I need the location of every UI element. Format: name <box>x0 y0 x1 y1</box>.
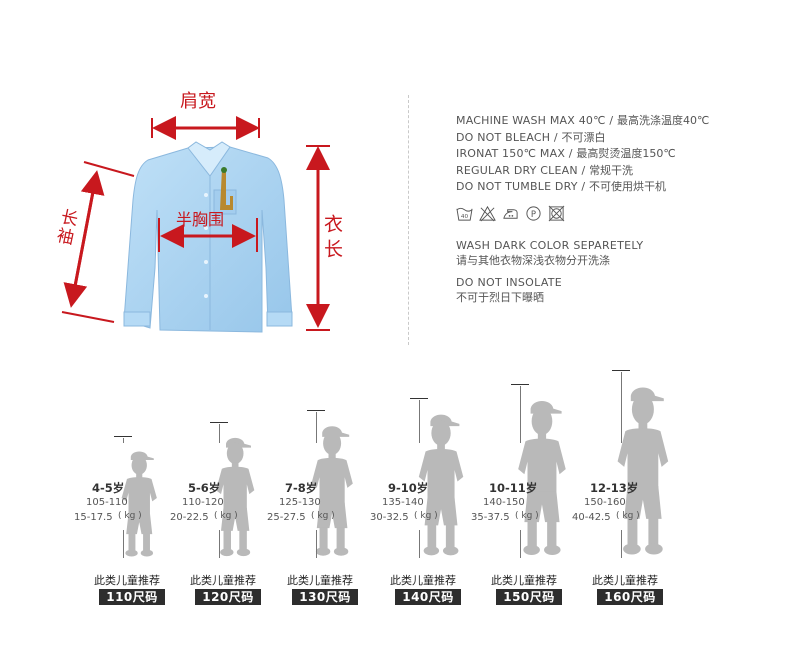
height-guide-line <box>419 530 420 558</box>
age-range: 10-11岁 <box>489 481 538 495</box>
height-guide-line <box>419 400 420 443</box>
height-guide-line <box>520 530 521 558</box>
size-column: 12-13岁 150-160 40-42.5 ( kg ) 此类儿童推荐 160尺码 <box>572 0 680 663</box>
height-guide-line <box>219 424 220 443</box>
height-range: 125-130 <box>279 497 321 508</box>
age-range: 12-13岁 <box>590 481 639 495</box>
weight-unit: ( kg ) <box>414 511 438 521</box>
height-range: 140-150 <box>483 497 525 508</box>
no-bleach-icon <box>479 205 496 222</box>
recommend-text: 此类儿童推荐 <box>94 574 160 587</box>
height-guide-line <box>621 372 622 443</box>
weight-range: 15-17.5 <box>74 512 113 523</box>
child-silhouette <box>611 382 677 560</box>
height-marker <box>307 410 325 411</box>
weight-unit: ( kg ) <box>616 511 640 521</box>
height-guide-line <box>123 438 124 443</box>
recommend-text: 此类儿童推荐 <box>287 574 353 587</box>
child-silhouette <box>512 396 574 560</box>
height-range: 110-120 <box>182 497 224 508</box>
dry-clean-letter: P <box>531 210 536 220</box>
care-icon-row: 40 P <box>456 205 776 223</box>
height-range: 135-140 <box>382 497 424 508</box>
shirt-measurement-diagram: 肩宽 半胸围 衣长 长袖 <box>0 0 400 360</box>
shoulder-width-label: 肩宽 <box>180 91 216 112</box>
height-marker <box>612 370 630 371</box>
height-range: 150-160 <box>584 497 626 508</box>
body-length-label: 衣长 <box>321 214 343 264</box>
child-silhouette <box>306 422 360 560</box>
weight-unit: ( kg ) <box>118 511 142 521</box>
recommend-text: 此类儿童推荐 <box>190 574 256 587</box>
height-marker <box>114 436 132 437</box>
height-marker <box>210 422 228 423</box>
age-range: 9-10岁 <box>388 481 429 495</box>
do-not-insolate-en: DO NOT INSOLATE <box>456 275 563 289</box>
size-column: 7-8岁 125-130 25-27.5 ( kg ) 此类儿童推荐 130尺码 <box>267 0 375 663</box>
dry-clean-icon: P <box>526 206 541 221</box>
recommend-text: 此类儿童推荐 <box>592 574 658 587</box>
height-guide-line <box>520 386 521 443</box>
half-chest-label: 半胸围 <box>176 210 225 229</box>
age-range: 5-6岁 <box>188 481 221 495</box>
weight-range: 35-37.5 <box>471 512 510 523</box>
wash-dark-separately-zh: 请与其他衣物深浅衣物分开洗涤 <box>456 253 610 267</box>
wash-temp-text: 40 <box>461 214 469 220</box>
recommend-text: 此类儿童推荐 <box>491 574 557 587</box>
section-divider <box>408 95 409 345</box>
child-silhouette <box>211 434 261 560</box>
shirt-illustration <box>61 116 330 333</box>
age-range: 7-8岁 <box>285 481 318 495</box>
care-line-dry-clean: REGULAR DRY CLEAN / 常规干洗 <box>456 163 634 177</box>
size-badge: 150尺码 <box>496 589 562 605</box>
wash-40-icon: 40 <box>456 207 473 221</box>
care-line-bleach: DO NOT BLEACH / 不可漂白 <box>456 130 606 144</box>
child-silhouette <box>117 448 163 560</box>
height-marker <box>511 384 529 385</box>
weight-unit: ( kg ) <box>515 511 539 521</box>
care-line-wash: MACHINE WASH MAX 40℃ / 最高洗涤温度40℃ <box>456 114 710 127</box>
no-tumble-dry-icon <box>548 205 565 222</box>
height-range: 105-110 <box>86 497 128 508</box>
size-column: 5-6岁 110-120 20-22.5 ( kg ) 此类儿童推荐 120尺码 <box>170 0 278 663</box>
height-guide-line <box>316 530 317 558</box>
weight-unit: ( kg ) <box>311 511 335 521</box>
weight-range: 40-42.5 <box>572 512 611 523</box>
size-badge: 130尺码 <box>292 589 358 605</box>
weight-range: 25-27.5 <box>267 512 306 523</box>
weight-range: 30-32.5 <box>370 512 409 523</box>
height-guide-line <box>621 530 622 558</box>
height-guide-line <box>316 412 317 443</box>
recommend-text: 此类儿童推荐 <box>390 574 456 587</box>
size-badge: 110尺码 <box>99 589 165 605</box>
size-column: 9-10岁 135-140 30-32.5 ( kg ) 此类儿童推荐 140尺码 <box>370 0 478 663</box>
weight-unit: ( kg ) <box>214 511 238 521</box>
do-not-insolate-zh: 不可于烈日下曝晒 <box>456 290 544 304</box>
age-range: 4-5岁 <box>92 481 125 495</box>
weight-range: 20-22.5 <box>170 512 209 523</box>
height-marker <box>410 398 428 399</box>
iron-icon <box>503 209 518 219</box>
height-guide-line <box>219 530 220 558</box>
child-silhouette <box>413 410 471 560</box>
size-badge: 140尺码 <box>395 589 461 605</box>
wash-dark-separately-en: WASH DARK COLOR SEPARETELY <box>456 238 644 252</box>
size-column: 4-5岁 105-110 15-17.5 ( kg ) 此类儿童推荐 110尺码 <box>74 0 182 663</box>
size-badge: 120尺码 <box>195 589 261 605</box>
height-guide-line <box>123 530 124 558</box>
care-instructions: MACHINE WASH MAX 40℃ / 最高洗涤温度40℃ DO NOT … <box>456 113 776 313</box>
size-column: 10-11岁 140-150 35-37.5 ( kg ) 此类儿童推荐 150尺码 <box>471 0 579 663</box>
care-line-iron: IRONAT 150℃ MAX / 最高熨烫温度150℃ <box>456 147 676 160</box>
care-line-tumble-dry: DO NOT TUMBLE DRY / 不可使用烘干机 <box>456 180 666 193</box>
size-badge: 160尺码 <box>597 589 663 605</box>
